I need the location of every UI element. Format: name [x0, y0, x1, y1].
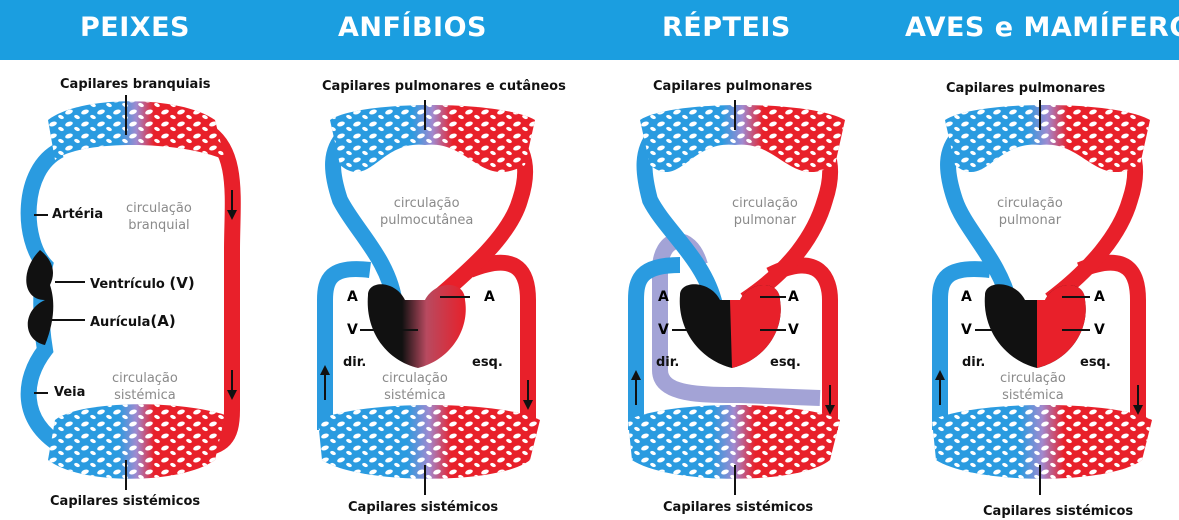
- fish-circ-top-line1: circulação: [126, 200, 192, 217]
- fish-ventricle-abbr: (V): [169, 274, 194, 292]
- amphibian-circ-top-line1: circulação: [380, 195, 473, 212]
- bm-pulmonary-circulation-label: circulação pulmonar: [997, 195, 1063, 229]
- bm-atrium-left-marker: A: [1094, 289, 1105, 305]
- fish-atrium-text: Aurícula: [90, 315, 150, 330]
- reptile-left-side-label: esq.: [770, 355, 801, 370]
- reptile-right-side-label: dir.: [656, 355, 679, 370]
- bm-ventricle-right-marker: V: [961, 322, 972, 338]
- fish-circ-bottom-line1: circulação: [112, 370, 178, 387]
- bm-left-side-label: esq.: [1080, 355, 1111, 370]
- bm-circ-bottom-line1: circulação: [1000, 370, 1066, 387]
- bm-circ-top-line2: pulmonar: [997, 212, 1063, 229]
- reptile-atrium-left-marker: A: [788, 289, 799, 305]
- bm-ventricle-left-marker: V: [1094, 322, 1105, 338]
- bm-systemic-capillaries-label: Capilares sistémicos: [983, 504, 1133, 519]
- fish-vein-label: Veia: [54, 385, 85, 400]
- amphibian-pulmocutaneous-circulation-label: circulação pulmocutânea: [380, 195, 473, 229]
- fish-ventricle-label: Ventrículo (V): [90, 274, 195, 292]
- fish-gill-capillaries-label: Capilares branquiais: [60, 77, 211, 92]
- bm-pulmonary-capillaries-label: Capilares pulmonares: [946, 81, 1105, 96]
- fish-diagram: [26, 95, 233, 490]
- amphibian-circ-bottom-line1: circulação: [382, 370, 448, 387]
- amphibian-circ-top-line2: pulmocutânea: [380, 212, 473, 229]
- fish-systemic-capillaries-label: Capilares sistémicos: [50, 494, 200, 509]
- fish-systemic-circulation-label: circulação sistémica: [112, 370, 178, 404]
- reptile-ventricle-left-marker: V: [788, 322, 799, 338]
- bm-circ-top-line1: circulação: [997, 195, 1063, 212]
- fish-atrium-abbr: (A): [150, 312, 175, 330]
- fish-artery-label: Artéria: [52, 207, 103, 222]
- reptile-circ-top-line2: pulmonar: [732, 212, 798, 229]
- reptile-atrium-right-marker: A: [658, 289, 669, 305]
- reptile-systemic-capillaries-label: Capilares sistémicos: [663, 500, 813, 515]
- amphibian-circ-bottom-line2: sistémica: [382, 387, 448, 404]
- amphibian-top-capillaries-label: Capilares pulmonares e cutâneos: [322, 79, 566, 94]
- fish-circ-bottom-line2: sistémica: [112, 387, 178, 404]
- fish-circ-top-line2: branquial: [126, 217, 192, 234]
- reptile-circ-top-line1: circulação: [732, 195, 798, 212]
- amphibian-left-side-label: esq.: [472, 355, 503, 370]
- amphibian-right-side-label: dir.: [343, 355, 366, 370]
- amphibian-atrium-left-marker: A: [484, 289, 495, 305]
- amphibian-systemic-circulation-label: circulação sistémica: [382, 370, 448, 404]
- reptile-ventricle-right-marker: V: [658, 322, 669, 338]
- fish-atrium-label: Aurícula(A): [90, 312, 176, 330]
- amphibian-ventricle-marker: V: [347, 322, 358, 338]
- bm-systemic-circulation-label: circulação sistémica: [1000, 370, 1066, 404]
- bm-atrium-right-marker: A: [961, 289, 972, 305]
- bm-right-side-label: dir.: [962, 355, 985, 370]
- reptile-pulmonary-circulation-label: circulação pulmonar: [732, 195, 798, 229]
- bm-circ-bottom-line2: sistémica: [1000, 387, 1066, 404]
- reptile-pulmonary-capillaries-label: Capilares pulmonares: [653, 79, 812, 94]
- amphibian-systemic-capillaries-label: Capilares sistémicos: [348, 500, 498, 515]
- fish-branchial-circulation-label: circulação branquial: [126, 200, 192, 234]
- amphibian-atrium-right-marker: A: [347, 289, 358, 305]
- fish-ventricle-text: Ventrículo: [90, 277, 165, 292]
